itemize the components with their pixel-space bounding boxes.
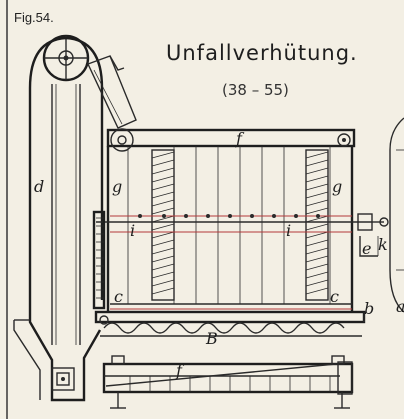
figure-label: Fig.54. [14, 10, 54, 25]
label-b: b [364, 299, 374, 318]
discharge-chute [87, 55, 137, 129]
page-title: Unfallverhütung. [166, 41, 358, 65]
label-e: e [362, 239, 371, 258]
label-f-bottom: f [175, 361, 185, 380]
label-i-left: i [130, 221, 135, 240]
adjacent-machine-edge [389, 117, 404, 313]
label-k: k [378, 235, 388, 254]
machine-frame [92, 128, 389, 337]
label-B: B [205, 329, 218, 348]
label-c-right: c [330, 287, 339, 306]
lower-trough [102, 355, 354, 409]
label-g-left: g [112, 177, 122, 196]
elevator-casing [13, 34, 104, 402]
label-a: a [396, 297, 404, 316]
label-g-right: g [332, 177, 342, 196]
label-c-left: c [114, 287, 123, 306]
page-subtitle: (38 – 55) [222, 81, 289, 99]
label-f-top: f [235, 129, 245, 148]
label-d: d [34, 177, 44, 196]
label-i-right: i [286, 221, 291, 240]
